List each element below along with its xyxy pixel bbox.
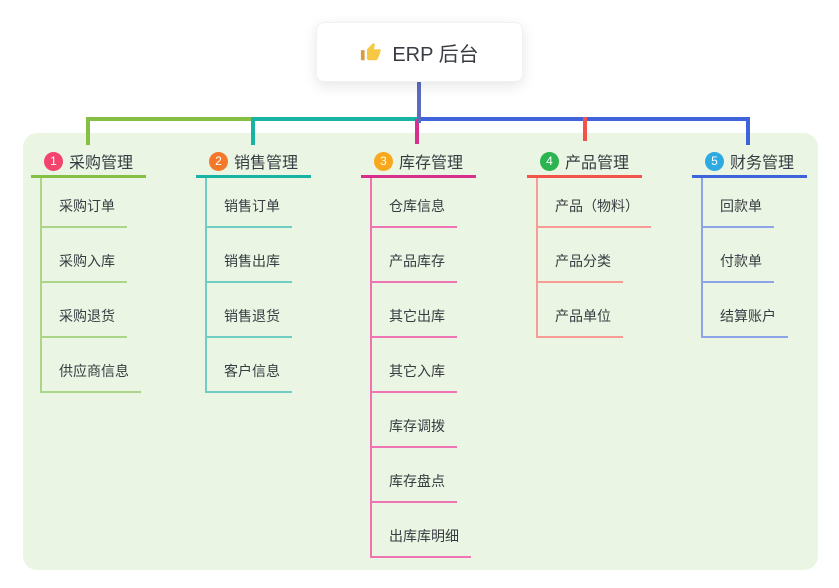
branches-panel	[23, 133, 818, 570]
child-node[interactable]: 客户信息	[207, 361, 292, 393]
child-node[interactable]: 库存盘点	[372, 471, 457, 503]
badge-4: 4	[539, 151, 559, 171]
children-inventory: 仓库信息 产品库存 其它出库 其它入库 库存调拨 库存盘点 出库库明细	[370, 178, 476, 558]
branch-title-inventory[interactable]: 3 库存管理	[361, 147, 476, 178]
branch-label: 采购管理	[68, 155, 133, 172]
child-node[interactable]: 供应商信息	[42, 361, 141, 393]
branch-procurement: 1 采购管理 采购订单 采购入库 采购退货 供应商信息	[31, 147, 146, 393]
badge-1: 1	[43, 151, 63, 171]
child-node[interactable]: 销售退货	[207, 306, 292, 338]
child-node[interactable]: 付款单	[703, 251, 774, 283]
children-product: 产品（物料） 产品分类 产品单位	[536, 178, 651, 338]
connector-finance-v	[746, 117, 750, 145]
branch-title-product[interactable]: 4 产品管理	[527, 147, 642, 178]
child-node[interactable]: 产品单位	[538, 306, 623, 338]
connector-sales-v	[251, 117, 255, 145]
connector-root-v	[417, 81, 421, 123]
child-node[interactable]: 产品（物料）	[538, 196, 651, 228]
thumbs-up-icon	[360, 41, 382, 63]
child-node[interactable]: 采购退货	[42, 306, 127, 338]
children-sales: 销售订单 销售出库 销售退货 客户信息	[205, 178, 311, 393]
branch-label: 销售管理	[233, 155, 298, 172]
branch-title-sales[interactable]: 2 销售管理	[196, 147, 311, 178]
connector-procurement-v	[86, 117, 90, 145]
branch-title-finance[interactable]: 5 财务管理	[692, 147, 807, 178]
connector-procurement-h	[86, 117, 255, 121]
child-node[interactable]: 产品分类	[538, 251, 623, 283]
child-node[interactable]: 库存调拨	[372, 416, 457, 448]
badge-3: 3	[373, 151, 393, 171]
child-node[interactable]: 销售出库	[207, 251, 292, 283]
branch-product: 4 产品管理 产品（物料） 产品分类 产品单位	[527, 147, 651, 338]
child-node[interactable]: 采购入库	[42, 251, 127, 283]
branch-label: 库存管理	[398, 155, 463, 172]
child-node[interactable]: 产品库存	[372, 251, 457, 283]
branch-sales: 2 销售管理 销售订单 销售出库 销售退货 客户信息	[196, 147, 311, 393]
branch-inventory: 3 库存管理 仓库信息 产品库存 其它出库 其它入库 库存调拨 库存盘点 出库库…	[361, 147, 476, 558]
branch-label: 财务管理	[729, 155, 794, 172]
branch-label: 产品管理	[564, 155, 629, 172]
child-node[interactable]: 其它入库	[372, 361, 457, 393]
badge-2: 2	[208, 151, 228, 171]
root-node[interactable]: ERP 后台	[316, 22, 523, 82]
child-node[interactable]: 回款单	[703, 196, 774, 228]
child-node[interactable]: 采购订单	[42, 196, 127, 228]
child-node[interactable]: 出库库明细	[372, 526, 471, 558]
child-node[interactable]: 结算账户	[703, 306, 788, 338]
children-procurement: 采购订单 采购入库 采购退货 供应商信息	[40, 178, 146, 393]
branch-title-procurement[interactable]: 1 采购管理	[31, 147, 146, 178]
branch-finance: 5 财务管理 回款单 付款单 结算账户	[692, 147, 807, 338]
badge-5: 5	[704, 151, 724, 171]
child-node[interactable]: 其它出库	[372, 306, 457, 338]
child-node[interactable]: 仓库信息	[372, 196, 457, 228]
child-node[interactable]: 销售订单	[207, 196, 292, 228]
root-label: ERP 后台	[392, 43, 479, 66]
connector-sales-h	[251, 117, 421, 121]
children-finance: 回款单 付款单 结算账户	[701, 178, 807, 338]
connector-product-v	[583, 117, 587, 141]
connector-inventory-v	[415, 119, 419, 144]
